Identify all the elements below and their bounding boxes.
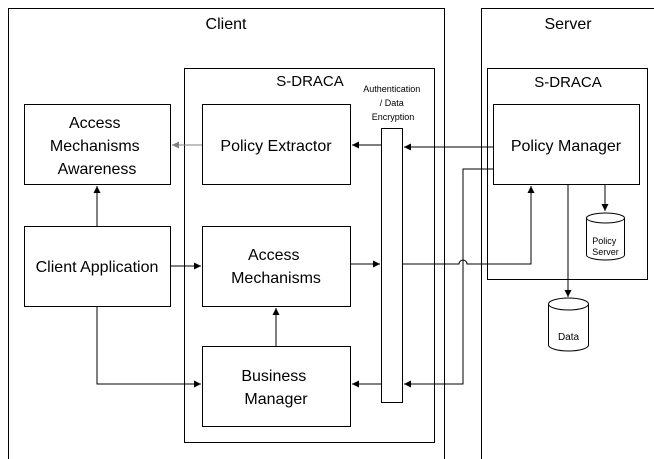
access-mechanisms-awareness-label: Access Mechanisms Awareness bbox=[50, 115, 144, 178]
client-sdraca-container bbox=[184, 68, 435, 443]
auth-encryption-bar bbox=[381, 128, 403, 403]
policy-server-database: Policy Server bbox=[586, 212, 625, 261]
data-database: Data bbox=[548, 297, 589, 352]
server-title: Server bbox=[544, 16, 592, 33]
policy-extractor-box bbox=[202, 104, 351, 185]
client-sdraca-title: S-DRACA bbox=[276, 73, 344, 90]
client-application-label: Client Application bbox=[36, 259, 159, 276]
policy-server-label: Policy Server bbox=[592, 236, 619, 257]
business-manager-label: Business Manager bbox=[241, 368, 310, 408]
client-region bbox=[8, 8, 445, 459]
arrow-auth-to-manager bbox=[402, 186, 535, 265]
business-manager-box bbox=[202, 346, 351, 427]
server-region bbox=[481, 8, 654, 459]
access-mechanisms-label: Access Mechanisms bbox=[231, 247, 321, 287]
client-application-box bbox=[24, 226, 171, 307]
arrow-clientapp-to-business bbox=[96, 307, 201, 388]
client-title: Client bbox=[206, 16, 247, 33]
data-label: Data bbox=[558, 332, 580, 343]
policy-manager-box bbox=[493, 104, 640, 185]
policy-manager-label: Policy Manager bbox=[511, 138, 622, 155]
auth-layer-label: Authentication / Data Encryption bbox=[363, 84, 423, 122]
access-mechanisms-box bbox=[202, 226, 351, 307]
policy-extractor-label: Policy Extractor bbox=[220, 138, 332, 155]
server-sdraca-title: S-DRACA bbox=[534, 74, 602, 91]
access-mechanisms-awareness-box bbox=[24, 104, 171, 185]
arrow-manager-to-auth-bottom bbox=[404, 168, 493, 388]
